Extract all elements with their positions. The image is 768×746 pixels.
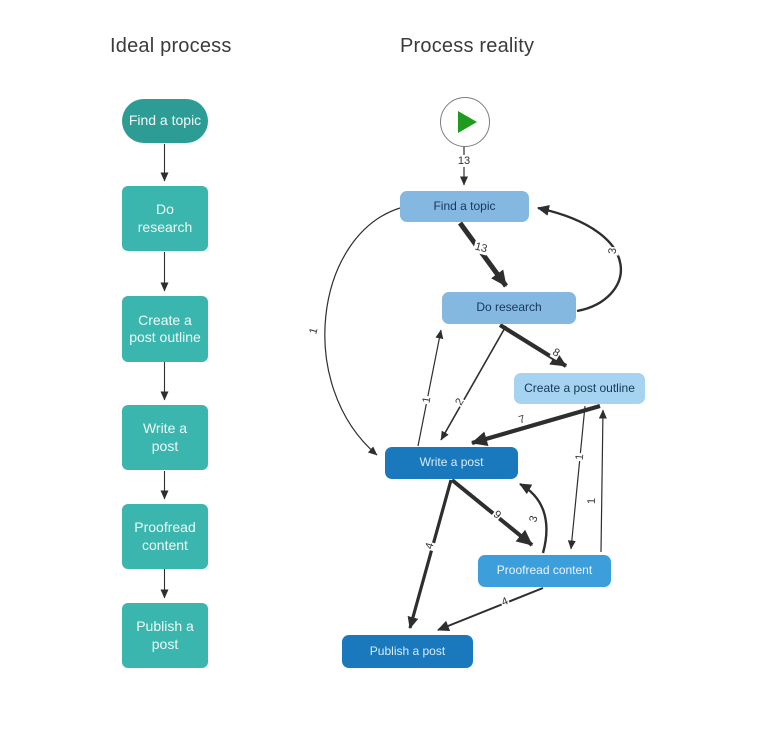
edge-do-research-find-a-topic [537,204,622,313]
edge-write-a-post-publish-a-post [407,479,453,629]
edge-write-a-post-do-research [417,329,444,447]
edge-label-do-research-find-a-topic: 3 [606,246,620,256]
node-publish-a-post: Publish a post [342,635,473,668]
process-reality-title: Process reality [400,35,535,57]
edge-proofread-content-create-a-post-outline [598,409,607,553]
edge-find-a-topic-write-a-post [324,207,401,456]
edge-label-create-a-post-outline-proofread-content: 1 [573,452,587,462]
edge-create-a-post-outline-write-a-post [471,403,601,447]
play-icon [457,111,477,133]
edge-proofread-content-write-a-post [519,482,548,554]
ideal-node-proofread-content: Proofread content [122,504,208,569]
start-node [440,97,490,147]
edge-label-start-find-a-topic: 13 [456,154,472,168]
ideal-node-create-a-post-outline: Create a post outline [122,296,208,362]
edge-create-a-post-outline-proofread-content [567,405,586,550]
ideal-process-title: Ideal process [110,35,232,57]
edge-label-proofread-content-create-a-post-outline: 1 [585,496,599,506]
ideal-node-write-a-post: Write a post [122,405,208,470]
node-write-a-post: Write a post [385,447,518,479]
ideal-node-do-research: Do research [122,186,208,251]
ideal-node-publish-a-post: Publish a post [122,603,208,668]
node-do-research: Do research [442,292,576,324]
node-create-a-post-outline: Create a post outline [514,373,645,404]
node-find-a-topic: Find a topic [400,191,529,222]
edge-proofread-content-publish-a-post [437,587,544,632]
edge-do-research-write-a-post [440,325,507,441]
node-proofread-content: Proofread content [478,555,611,587]
ideal-node-find-a-topic: Find a topic [122,99,208,143]
